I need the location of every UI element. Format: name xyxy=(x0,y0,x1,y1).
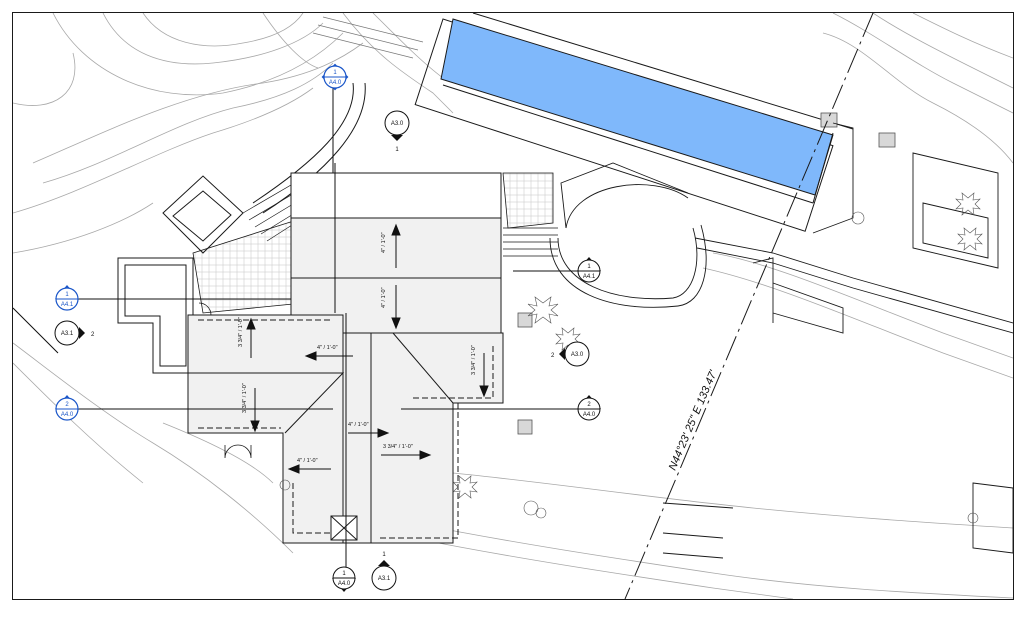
view-tag-sheet: A4.0 xyxy=(338,581,351,587)
swimming-pool xyxy=(440,18,834,196)
view-tag-sheet: A3.1 xyxy=(61,331,74,337)
plantings xyxy=(279,192,983,524)
view-tag-number: 2 xyxy=(65,402,69,408)
view-tag-sheet: A4.0 xyxy=(61,412,74,418)
curved-path xyxy=(252,82,366,214)
patio-paving xyxy=(192,172,554,314)
view-tag-sheet: A3.0 xyxy=(571,352,584,358)
curved-terrace xyxy=(549,162,707,308)
view-tag-number: 1 xyxy=(587,264,591,270)
view-tag-sheet: A3.0 xyxy=(391,121,404,127)
slope-label-mid2: 4" / 1'-0" xyxy=(348,422,369,428)
slope-label-mid3: 4" / 1'-0" xyxy=(297,458,318,464)
view-tag-sheet: A4.0 xyxy=(583,412,596,418)
view-tag-bottom-a40[interactable]: 1 A4.0 xyxy=(332,566,356,592)
view-tag-number: 2 xyxy=(91,332,95,338)
slope-label-mid4: 3 3/4" / 1'-0" xyxy=(383,444,413,450)
slope-label-left2: 3 3/4" / 1'-0" xyxy=(242,383,248,413)
view-tag-number: 1 xyxy=(382,552,386,558)
property-line-bearing: N44°23' 25" E 133.47' xyxy=(667,368,720,472)
slope-label-left1: 3 3/4" / 1'-0" xyxy=(238,317,244,347)
view-tag-right-a40[interactable]: 2 A4.0 xyxy=(577,395,601,421)
retaining-walls xyxy=(662,122,1013,559)
view-tag-number: 2 xyxy=(551,353,555,359)
view-tag-a30-top[interactable]: A3.0 1 xyxy=(384,110,410,153)
slope-label-right1: 3 3/4" / 1'-0" xyxy=(471,345,477,375)
drawing-viewport[interactable]: 4" / 1'-0" 4" / 1'-0" 3 3/4" / 1'-0" 3 3… xyxy=(12,12,1014,600)
site-plan-drawing: 4" / 1'-0" 4" / 1'-0" 3 3/4" / 1'-0" 3 3… xyxy=(13,13,1013,599)
view-tag-number: 1 xyxy=(333,70,337,76)
view-tag-sheet: A4.1 xyxy=(583,274,596,280)
topo-contours xyxy=(13,13,1013,599)
view-tag-left-a40[interactable]: 2 A4.0 xyxy=(55,395,79,421)
view-tag-sheet: A4.1 xyxy=(61,302,74,308)
section-lines xyxy=(13,85,578,573)
slope-label-mid1: 4" / 1'-0" xyxy=(317,345,338,351)
entry-doors xyxy=(198,302,252,459)
view-tag-top-selected[interactable]: 1 A4.0 xyxy=(321,63,349,91)
slope-label-upper2: 4" / 1'-0" xyxy=(381,287,387,308)
view-tag-number: 1 xyxy=(65,292,69,298)
view-tag-left-a41[interactable]: 1 A4.1 xyxy=(55,285,79,311)
view-tag-sheet: A3.1 xyxy=(378,576,391,582)
view-tag-sheet: A4.0 xyxy=(329,80,342,86)
house-roof xyxy=(187,172,533,544)
view-tag-number: 2 xyxy=(587,402,591,408)
view-tag-number: 1 xyxy=(342,571,346,577)
slope-labels: 4" / 1'-0" 4" / 1'-0" 3 3/4" / 1'-0" 3 3… xyxy=(238,232,477,464)
view-tag-right-a30[interactable]: A3.0 2 xyxy=(551,341,590,367)
view-tag-bottom-a31[interactable]: A3.1 1 xyxy=(371,552,397,591)
view-tag-number: 1 xyxy=(395,147,399,153)
view-tag-left-a31[interactable]: A3.1 2 xyxy=(54,320,95,346)
view-tag-right-a41[interactable]: 1 A4.1 xyxy=(577,257,601,283)
pool-area xyxy=(414,13,896,232)
slope-arrows xyxy=(246,223,489,474)
slope-label-upper1: 4" / 1'-0" xyxy=(381,232,387,253)
